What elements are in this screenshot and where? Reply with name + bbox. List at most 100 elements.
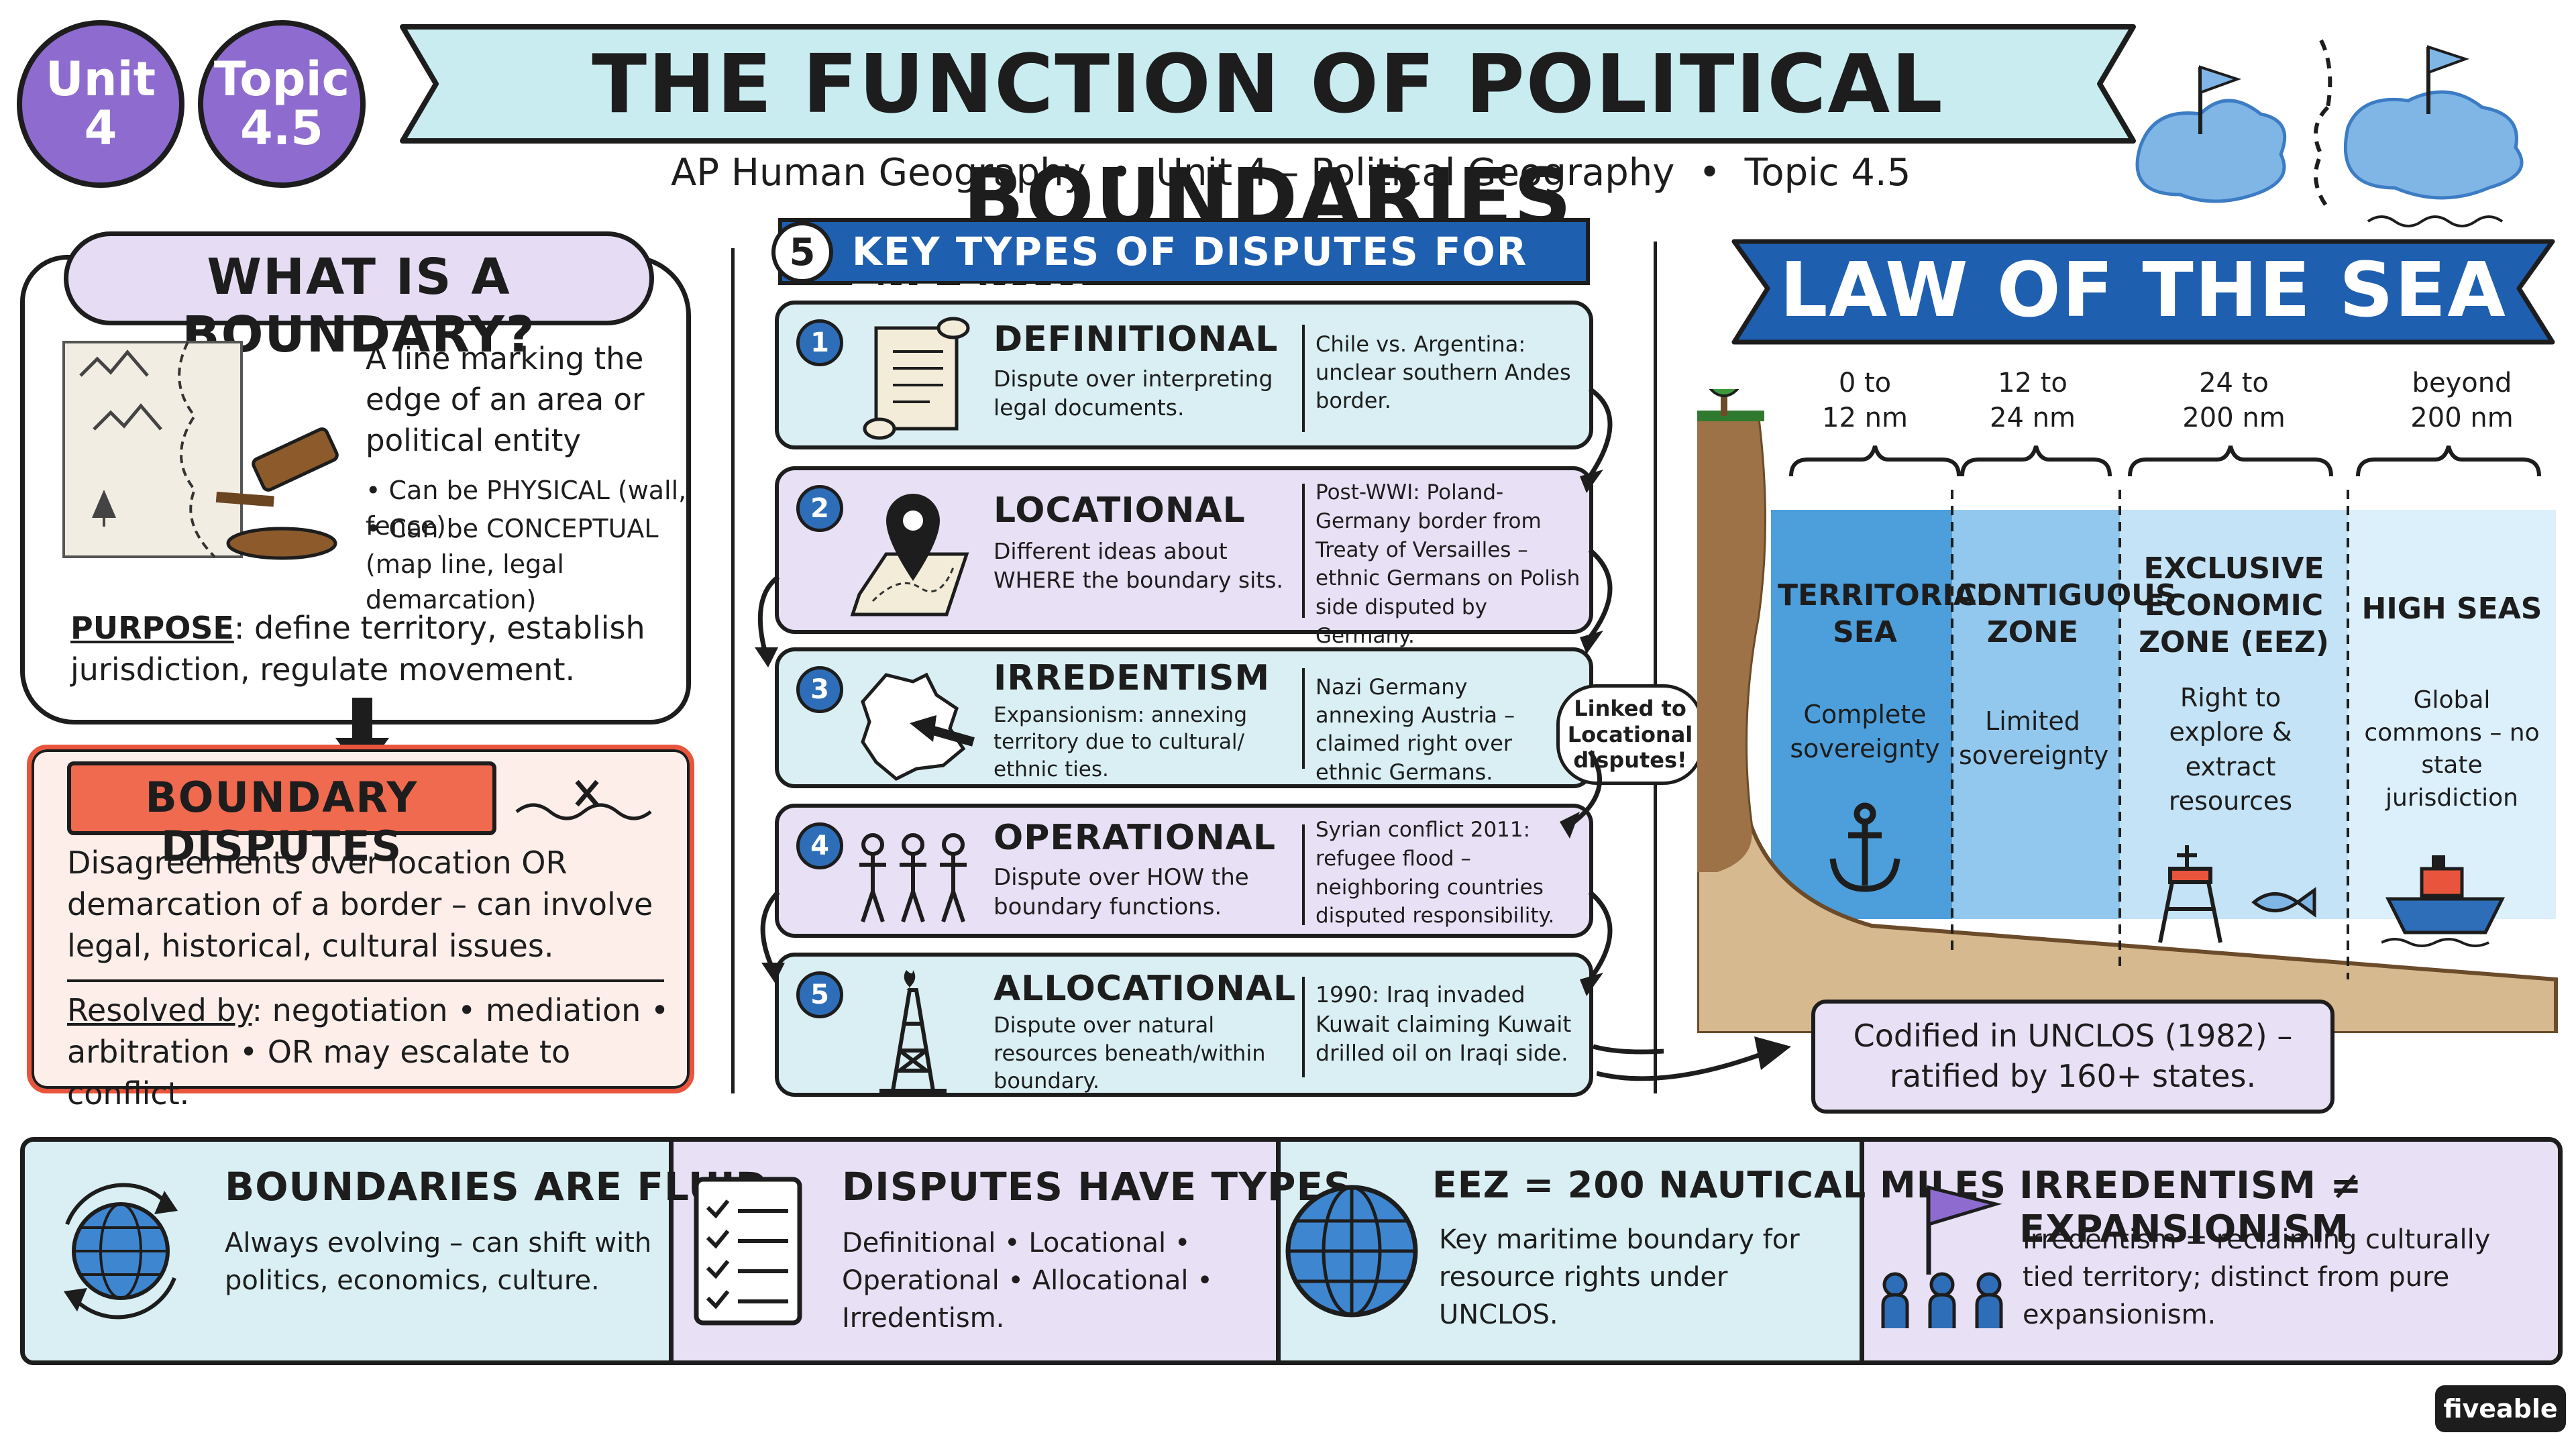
map-gavel-icon [62, 341, 339, 560]
dispute-title: IRREDENTISM [994, 658, 1271, 698]
dispute-divider [1302, 484, 1305, 618]
checklist-icon [694, 1177, 802, 1326]
zone-range-territorial: 0 to 12 nm [1822, 368, 1908, 433]
dispute-example: Post-WWI: Poland-Germany border from Tre… [1316, 480, 1580, 648]
dispute-card-definitional: 1 DEFINITIONAL Dispute over interpreting… [775, 301, 1593, 449]
page-subtitle: AP Human Geography • Unit 4 – Political … [671, 151, 1911, 195]
topic-badge-line2: 4.5 [239, 101, 323, 156]
dispute-title: OPERATIONAL [994, 818, 1277, 858]
key-types-badge: 5 [771, 221, 833, 283]
key-types-banner [778, 218, 1590, 285]
unit-badge: Unit 4 [17, 20, 184, 188]
boundary-bullet-physical: • Can be PHYSICAL (wall, fence) [366, 476, 687, 541]
dispute-num: 3 [796, 666, 843, 713]
summary-title-fluid: BOUNDARIES ARE FLUID [225, 1164, 769, 1210]
dispute-example: Nazi Germany annexing Austria – claimed … [1316, 674, 1515, 785]
dispute-divider [1302, 824, 1305, 925]
zone-desc-eez: Right to explore & extract resources [2168, 683, 2293, 816]
disputes-title: BOUNDARY DISPUTES [145, 773, 419, 871]
anchor-icon [1829, 802, 1900, 892]
dispute-divider [1302, 325, 1305, 432]
dispute-example: Chile vs. Argentina: unclear southern An… [1316, 331, 1571, 414]
fiveable-logo[interactable]: fiveable [2435, 1385, 2566, 1432]
flow-arrows [755, 387, 1664, 1055]
oil-rig-icon [2158, 845, 2316, 943]
territory-arrow-icon [861, 672, 975, 781]
dispute-card-irredentism: 3 IRREDENTISM Expansionism: annexing ter… [775, 647, 1593, 788]
unclos-box: Codified in UNCLOS (1982) – ratified by … [1811, 1000, 2334, 1114]
dispute-title: ALLOCATIONAL [994, 969, 1297, 1009]
people-icon [859, 833, 967, 922]
dispute-desc: Different ideas about WHERE the boundary… [994, 538, 1283, 593]
zone-range-eez: 24 to 200 nm [2182, 368, 2286, 433]
dispute-title: DEFINITIONAL [994, 319, 1279, 360]
disputes-divider [67, 979, 664, 982]
dispute-desc: Dispute over HOW the boundary functions. [994, 864, 1249, 921]
dispute-divider [1302, 668, 1305, 769]
zone-desc-territorial: Complete sovereignty [1790, 700, 1940, 764]
summary-title-irredentism: IRREDENTISM ≠ EXPANSIONISM [2019, 1164, 2363, 1251]
summary-text-eez: Key maritime boundary for resource right… [1439, 1224, 1800, 1330]
summary-text-types: Definitional • Locational • Operational … [842, 1228, 1213, 1334]
dispute-card-allocational: 5 ALLOCATIONAL Dispute over natural reso… [775, 953, 1593, 1097]
dispute-desc: Dispute over interpreting legal document… [994, 366, 1273, 421]
topic-badge-line1: Topic [213, 51, 350, 107]
scroll-icon [863, 317, 970, 440]
purpose-text: : define territory, establish jurisdicti… [70, 610, 645, 688]
unit-badge-line1: Unit [45, 51, 156, 107]
zone-name-contiguous: CONTIGUOUS ZONE [1955, 578, 2177, 649]
summary-title-eez: EEZ = 200 NAUTICAL MILES [1432, 1164, 2007, 1206]
topic-badge: Topic 4.5 [198, 20, 366, 188]
boundary-bullet-conceptual: • Can be CONCEPTUAL (map line, legal dem… [366, 514, 659, 615]
law-sea-title: LAW OF THE SEA [1780, 247, 2507, 334]
ocean-diagram [1697, 389, 2558, 1033]
dispute-card-operational: 4 OPERATIONAL Dispute over HOW the bound… [775, 804, 1593, 938]
disputes-resolved: Resolved by: negotiation • mediation • a… [67, 989, 671, 1114]
disputes-title-banner [67, 761, 496, 835]
boundary-title-banner [64, 231, 654, 325]
summary-strip [20, 1137, 2563, 1365]
zone-name-territorial: TERRITORIAL SEA [1778, 578, 1995, 649]
dispute-desc: Dispute over natural resources beneath/w… [994, 1012, 1266, 1094]
globe-cycle-icon [64, 1183, 178, 1320]
summary-text-irredentism: Irredentism = reclaiming culturally tied… [2023, 1224, 2491, 1330]
purpose-label: PURPOSE [70, 610, 234, 646]
summary-text-fluid: Always evolving – can shift with politic… [225, 1228, 652, 1296]
zone-range-high-seas: beyond 200 nm [2410, 368, 2514, 433]
zone-name-eez: EXCLUSIVE ECONOMIC ZONE (EEZ) [2139, 551, 2329, 659]
map-pin-icon [850, 494, 969, 616]
linked-note-bubble: Linked to Locational disputes! [1556, 684, 1704, 785]
column-divider-right [1654, 241, 1657, 1093]
unclos-text: Codified in UNCLOS (1982) – ratified by … [1853, 1018, 2293, 1094]
boundary-definition-text: A line marking the edge of an area or po… [366, 341, 645, 458]
dispute-desc: Expansionism: annexing territory due to … [994, 703, 1247, 782]
ship-icon [2381, 855, 2506, 947]
globe-icon [1285, 1185, 1418, 1318]
zone-desc-contiguous: Limited sovereignty [1959, 706, 2109, 771]
title-ribbon [400, 24, 2136, 144]
column-divider-left [731, 248, 735, 1093]
dispute-num: 5 [796, 971, 843, 1018]
unit-badge-line2: 4 [84, 101, 117, 156]
oil-derrick-icon [879, 970, 947, 1093]
arrow-to-unclos [1597, 1036, 1791, 1081]
dispute-card-locational: 2 LOCATIONAL Different ideas about WHERE… [775, 466, 1593, 648]
linked-note-text: Linked to Locational disputes! [1567, 696, 1693, 773]
dispute-num: 1 [796, 319, 843, 366]
zone-range-contiguous: 12 to 24 nm [1990, 368, 2076, 433]
flag-people-icon [1881, 1185, 2003, 1328]
summary-title-types: DISPUTES HAVE TYPES [842, 1164, 1352, 1210]
dispute-title: LOCATIONAL [994, 490, 1246, 531]
law-sea-ribbon [1731, 239, 2555, 345]
dispute-divider [1302, 977, 1305, 1077]
islands-flags-icon [2135, 39, 2524, 227]
dispute-num: 4 [796, 822, 843, 869]
summary-section-irredentism [1860, 1142, 2558, 1360]
boundary-purpose: PURPOSE: define territory, establish jur… [70, 607, 661, 690]
zone-name-high-seas: HIGH SEAS [2361, 592, 2542, 626]
dispute-example: Syrian conflict 2011: refugee flood – ne… [1316, 818, 1555, 928]
resolved-text: : negotiation • mediation • arbitration … [67, 992, 669, 1112]
disputes-text: Disagreements over location OR demarcati… [67, 845, 653, 965]
dispute-example: 1990: Iraq invaded Kuwait claiming Kuwai… [1316, 981, 1572, 1067]
dispute-x-icon [515, 780, 652, 820]
